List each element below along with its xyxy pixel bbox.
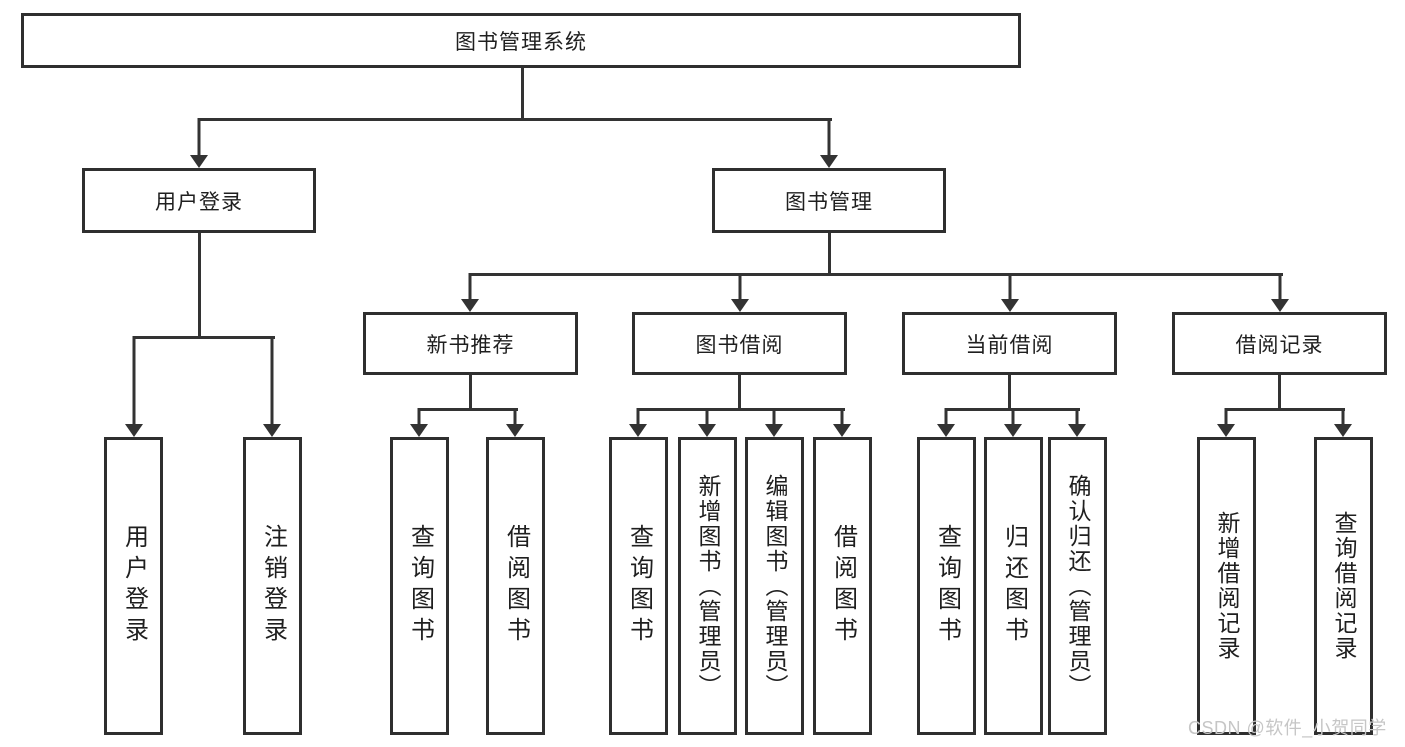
node-book-borrow: 图书借阅	[632, 312, 847, 375]
connector-borrowrecords-drop	[1278, 375, 1281, 411]
node-new-books: 新书推荐	[363, 312, 578, 375]
arrow-currentborrow-leaf-3	[1068, 408, 1086, 437]
node-current-borrow-label: 当前借阅	[965, 333, 1054, 357]
connector-borrowrecords-split	[1225, 408, 1345, 411]
leaf-query-borrow-record-label: 查询借阅记录	[1331, 511, 1357, 661]
node-borrow-records-label: 借阅记录	[1235, 333, 1324, 357]
node-book-mgmt: 图书管理	[712, 168, 946, 233]
arrow-newbooks-leaf-1	[410, 408, 428, 437]
leaf-add-books-admin-label: 新增图书（管理员）	[695, 473, 721, 699]
csdn-watermark: CSDN @软件_小贺同学	[1188, 718, 1387, 738]
connector-bookmgmt-drop	[828, 233, 831, 276]
arrow-currentborrow-leaf-1	[937, 408, 955, 437]
leaf-confirm-return-admin-label: 确认归还（管理员）	[1065, 473, 1091, 699]
leaf-query-books-newbooks: 查询图书	[390, 437, 449, 735]
leaf-return-books: 归还图书	[984, 437, 1043, 735]
arrow-to-current-borrow	[1001, 273, 1019, 312]
connector-bookmgmt-split	[469, 273, 1283, 276]
leaf-query-books-borrow-label: 查询图书	[625, 524, 653, 648]
leaf-logout: 注销登录	[243, 437, 302, 735]
node-book-mgmt-label: 图书管理	[785, 190, 873, 214]
arrow-to-leaf-logout	[263, 336, 281, 437]
node-user-login: 用户登录	[82, 168, 316, 233]
leaf-query-books-borrow: 查询图书	[609, 437, 668, 735]
leaf-query-books-current-label: 查询图书	[933, 524, 961, 648]
node-root: 图书管理系统	[21, 13, 1021, 68]
leaf-query-borrow-record: 查询借阅记录	[1314, 437, 1373, 735]
leaf-add-borrow-record: 新增借阅记录	[1197, 437, 1256, 735]
node-borrow-records: 借阅记录	[1172, 312, 1387, 375]
leaf-edit-books-admin-label: 编辑图书（管理员）	[762, 473, 788, 699]
connector-newbooks-split	[418, 408, 518, 411]
node-root-label: 图书管理系统	[455, 30, 587, 54]
arrow-currentborrow-leaf-2	[1004, 408, 1022, 437]
arrow-to-book-mgmt	[820, 118, 838, 168]
arrow-bookborrow-leaf-4	[833, 408, 851, 437]
connector-currentborrow-drop	[1008, 375, 1011, 411]
leaf-return-books-label: 归还图书	[1000, 524, 1028, 648]
leaf-query-books-current: 查询图书	[917, 437, 976, 735]
arrow-bookborrow-leaf-1	[629, 408, 647, 437]
arrow-to-leaf-login	[125, 336, 143, 437]
arrow-newbooks-leaf-2	[506, 408, 524, 437]
connector-bookborrow-drop	[738, 375, 741, 411]
leaf-user-login: 用户登录	[104, 437, 163, 735]
leaf-add-books-admin: 新增图书（管理员）	[678, 437, 737, 735]
node-user-login-label: 用户登录	[155, 190, 243, 214]
arrow-bookborrow-leaf-2	[698, 408, 716, 437]
leaf-query-books-newbooks-label: 查询图书	[406, 524, 434, 648]
connector-userlogin-split	[133, 336, 275, 339]
connector-root-drop	[521, 68, 524, 121]
leaf-confirm-return-admin: 确认归还（管理员）	[1048, 437, 1107, 735]
leaf-add-borrow-record-label: 新增借阅记录	[1214, 511, 1240, 661]
leaf-edit-books-admin: 编辑图书（管理员）	[745, 437, 804, 735]
leaf-logout-label: 注销登录	[259, 524, 287, 648]
node-current-borrow: 当前借阅	[902, 312, 1117, 375]
leaf-borrow-books-newbooks-label: 借阅图书	[502, 524, 530, 648]
connector-bookborrow-split	[637, 408, 845, 411]
arrow-borrowrecords-leaf-1	[1217, 408, 1235, 437]
leaf-borrow-books-borrow: 借阅图书	[813, 437, 872, 735]
leaf-borrow-books-newbooks: 借阅图书	[486, 437, 545, 735]
arrow-to-borrow-records	[1271, 273, 1289, 312]
connector-root-split	[198, 118, 832, 121]
connector-userlogin-drop	[198, 233, 201, 339]
arrow-to-user-login	[190, 118, 208, 168]
leaf-user-login-label: 用户登录	[120, 524, 148, 648]
connector-newbooks-drop	[469, 375, 472, 411]
node-book-borrow-label: 图书借阅	[695, 333, 784, 357]
leaf-borrow-books-borrow-label: 借阅图书	[829, 524, 857, 648]
node-new-books-label: 新书推荐	[426, 333, 515, 357]
arrow-borrowrecords-leaf-2	[1334, 408, 1352, 437]
arrow-to-new-books	[461, 273, 479, 312]
arrow-to-book-borrow	[731, 273, 749, 312]
arrow-bookborrow-leaf-3	[765, 408, 783, 437]
